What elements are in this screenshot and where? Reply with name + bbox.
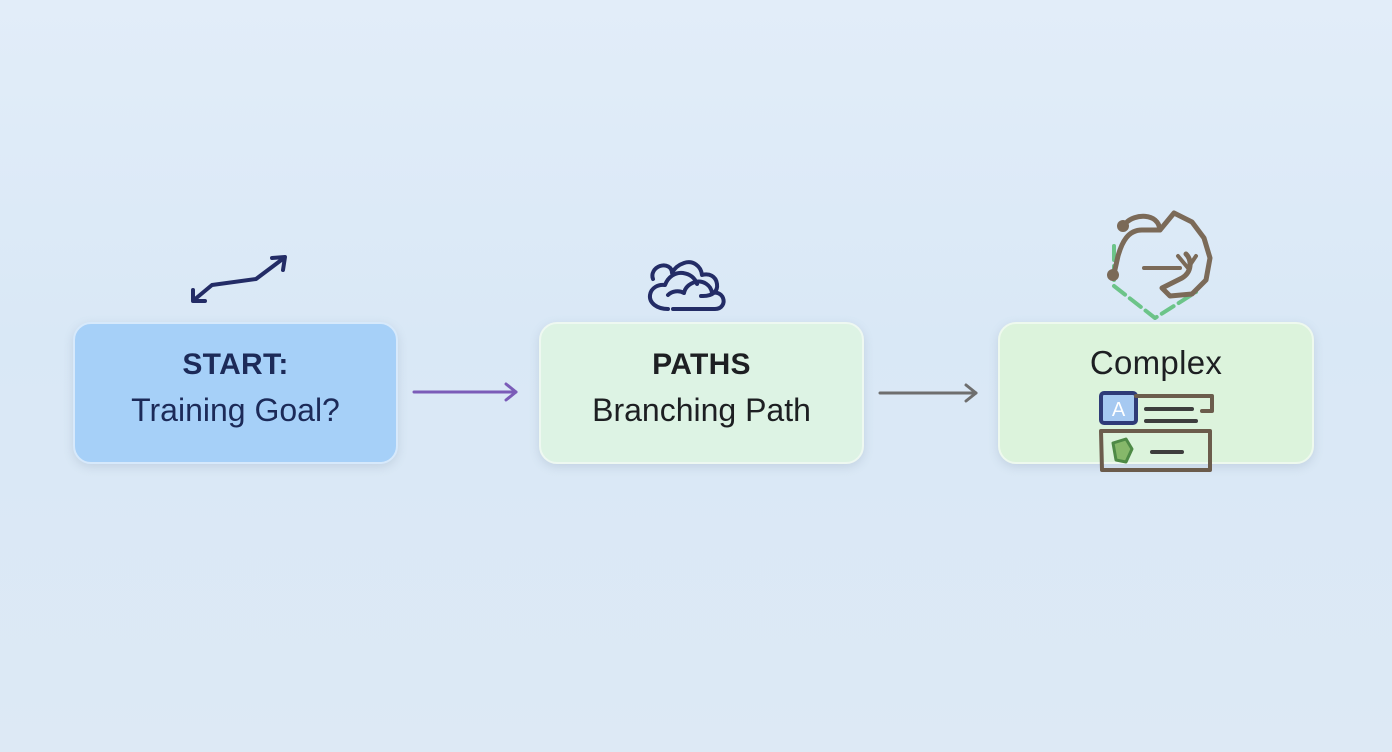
paths-node-title: PATHS — [652, 348, 751, 381]
start-node-title: START: — [182, 348, 289, 381]
form-card-letter: A — [1112, 399, 1126, 421]
flow-arrow — [412, 382, 518, 402]
cycle-icon — [1107, 210, 1213, 320]
paths-node-subtitle: Branching Path — [592, 392, 811, 428]
complex-node: Complex — [998, 322, 1314, 464]
form-card-icon: A — [1099, 391, 1214, 472]
complex-node-title: Complex — [1089, 344, 1223, 381]
cloud-icon — [647, 260, 726, 311]
flow-arrow — [878, 383, 978, 403]
start-node: START: Training Goal? — [73, 322, 398, 464]
start-node-subtitle: Training Goal? — [131, 392, 340, 428]
paths-node: PATHS Branching Path — [539, 322, 864, 464]
double-arrow-icon — [191, 255, 287, 303]
